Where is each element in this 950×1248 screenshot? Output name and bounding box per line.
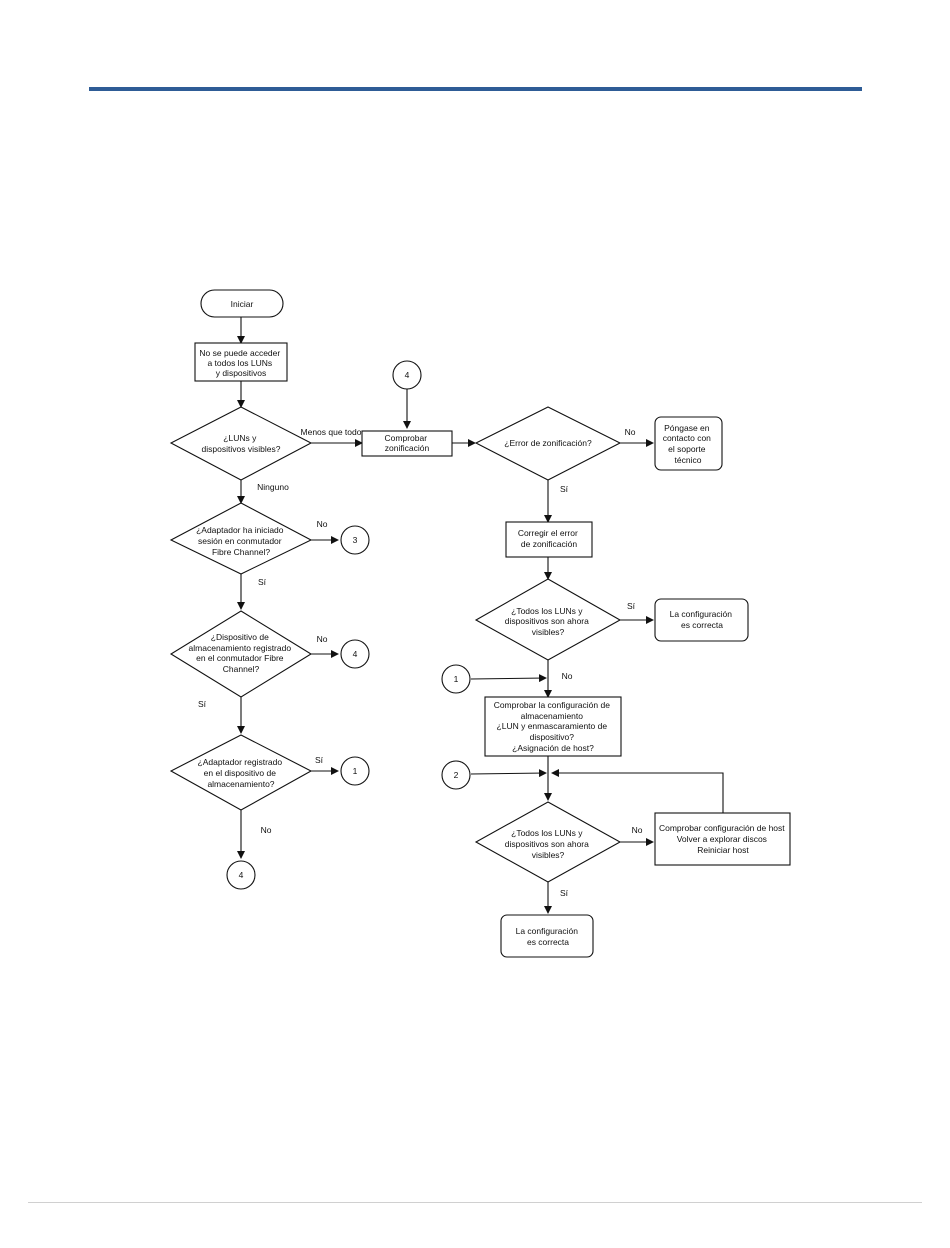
zoning-error-decision [474,406,622,481]
connector-1-left [340,756,370,786]
luns-visible-label: ¿LUNs y dispositivos visibles? [202,433,281,454]
connector-2 [441,760,471,790]
adapter-logged-label: ¿Adaptador ha iniciado sesión en conmuta… [196,525,286,557]
check-zoning-box [361,430,453,457]
check-zoning-label: Comprobar zonificación [385,433,430,453]
flow-lines [237,317,724,914]
config-ok-box-2 [500,914,594,958]
fix-zoning-label: Corregir el error de zonificación [518,528,580,549]
edge-label-yes-adapter: Sí [258,577,267,587]
connector-4-mid-label: 4 [353,649,358,659]
connector-1-left-label: 1 [353,766,358,776]
connector-4-top-label: 4 [405,370,410,380]
edge-label-less-than-all: Menos que todo [301,427,362,437]
storage-registered-decision [169,610,313,698]
adapter-registered-decision [169,734,313,811]
connector-4-bottom-label: 4 [239,870,244,880]
adapter-registered-label: ¿Adaptador registrado en el dispositivo … [198,757,285,789]
all-visible-label-1: ¿Todos los LUNs y dispositivos son ahora… [505,606,591,637]
contact-support-box [654,416,723,471]
all-visible-decision-1 [474,578,622,661]
check-storage-box [484,696,622,757]
edge-label-yes-zoning: Sí [560,484,569,494]
edge-label-yes-visible1: Sí [627,601,636,611]
connector-4-top [392,360,422,390]
edge-label-no-zoning: No [625,427,636,437]
config-ok-box-1 [654,598,749,642]
start-terminal [200,289,284,318]
zoning-error-label: ¿Error de zonificación? [504,438,592,448]
no-access-label: No se puede acceder a todos los LUNs y d… [199,348,282,378]
all-visible-decision-2 [474,801,622,883]
arrow-host-loop [551,769,724,813]
edge-label-yes-adapterreg: Sí [315,755,324,765]
flow-shapes [169,289,791,958]
connector-4-bottom [226,860,256,890]
edge-label-no-adapterreg: No [261,825,272,835]
arrow-c1-to-main [470,674,547,683]
host-actions-box [654,812,791,866]
connector-1-right [441,664,471,694]
edge-label-yes-visible2: Sí [560,888,569,898]
adapter-logged-decision [169,502,313,575]
storage-registered-label: ¿Dispositivo de almacenamiento registrad… [189,632,294,674]
config-ok-label-2: La configuración es correcta [516,926,581,947]
connector-1-right-label: 1 [454,674,459,684]
footer-rule [28,1202,922,1203]
edge-label-no-storage: No [317,634,328,644]
edge-label-none: Ninguno [257,482,289,492]
config-ok-label-1: La configuración es correcta [670,609,735,630]
no-access-box [194,342,288,382]
header-rule [89,87,862,91]
connector-3-label: 3 [353,535,358,545]
check-storage-label: Comprobar la configuración de almacenami… [494,700,613,753]
all-visible-label-2: ¿Todos los LUNs y dispositivos son ahora… [505,828,591,860]
start-label: Iniciar [231,299,254,309]
host-actions-label: Comprobar configuración de host Volver a… [659,823,787,855]
arrow-c2-to-main [470,769,547,778]
edge-label-no-visible2: No [632,825,643,835]
flow-text: Iniciar No se puede acceder a todos los … [189,299,787,947]
edge-label-no-visible1: No [562,671,573,681]
edge-label-yes-storage: Sí [198,699,207,709]
connector-3 [340,525,370,555]
connector-4-mid [340,639,370,669]
edge-label-no-adapter: No [317,519,328,529]
fix-zoning-box [505,521,593,558]
luns-visible-decision [169,406,313,481]
connector-2-label: 2 [454,770,459,780]
contact-support-label: Póngase en contacto con el soporte técni… [663,423,714,465]
